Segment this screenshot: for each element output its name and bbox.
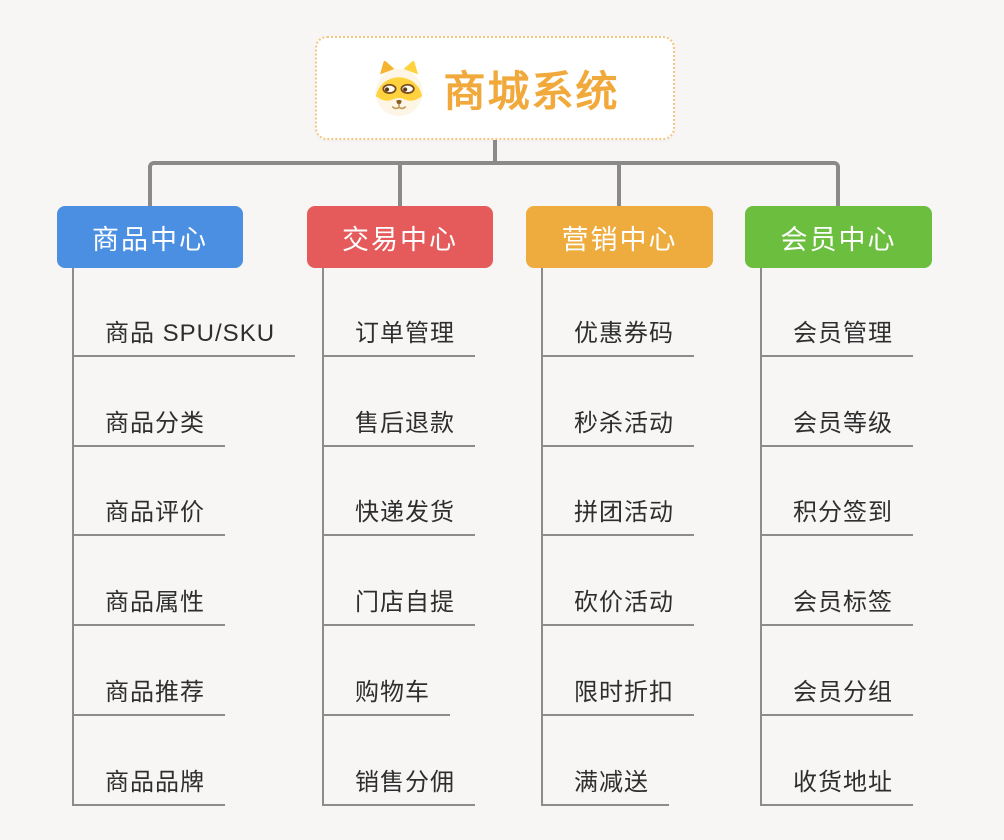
leaf-item[interactable]: 限时折扣	[541, 626, 694, 716]
leaf-label: 优惠券码	[541, 313, 694, 357]
branch-node-trade-center[interactable]: 交易中心	[307, 206, 493, 268]
leaf-label: 商品推荐	[72, 672, 225, 716]
branch-node-product-center[interactable]: 商品中心	[57, 206, 243, 268]
leaf-label: 秒杀活动	[541, 403, 694, 447]
root-node-mall-system[interactable]: 商城系统	[315, 36, 675, 140]
leaf-label: 商品评价	[72, 492, 225, 537]
leaf-label: 会员管理	[760, 313, 913, 357]
leaf-column-member: 会员管理 会员等级 积分签到 会员标签 会员分组 收货地址	[760, 267, 913, 806]
leaf-item[interactable]: 砍价活动	[541, 536, 694, 627]
connector-rail	[148, 161, 840, 206]
leaf-label: 满减送	[541, 762, 669, 806]
connector-stub-branch-2	[398, 163, 402, 206]
leaf-item[interactable]: 商品品牌	[72, 716, 295, 806]
leaf-item[interactable]: 会员等级	[760, 357, 913, 447]
leaf-item[interactable]: 商品推荐	[72, 626, 295, 716]
leaf-label: 门店自提	[322, 582, 475, 627]
leaf-label: 拼团活动	[541, 492, 694, 537]
leaf-item[interactable]: 商品属性	[72, 536, 295, 627]
branch-label: 营销中心	[561, 224, 678, 255]
leaf-item[interactable]: 优惠券码	[541, 267, 694, 357]
leaf-label: 购物车	[322, 672, 450, 716]
root-title: 商城系统	[443, 67, 620, 115]
leaf-item[interactable]: 商品评价	[72, 447, 295, 537]
leaf-label: 会员标签	[760, 582, 913, 627]
leaf-item[interactable]: 销售分佣	[322, 716, 475, 806]
leaf-item[interactable]: 会员分组	[760, 626, 913, 716]
leaf-label: 积分签到	[760, 492, 913, 537]
leaf-item[interactable]: 快递发货	[322, 447, 475, 537]
leaf-label: 商品分类	[72, 403, 225, 447]
leaf-column-marketing: 优惠券码 秒杀活动 拼团活动 砍价活动 限时折扣 满减送	[541, 267, 694, 806]
leaf-item[interactable]: 售后退款	[322, 357, 475, 447]
branch-node-marketing-center[interactable]: 营销中心	[526, 206, 713, 268]
leaf-item[interactable]: 拼团活动	[541, 447, 694, 537]
leaf-column-product: 商品 SPU/SKU 商品分类 商品评价 商品属性 商品推荐 商品品牌	[72, 267, 296, 806]
connector-column-line-4	[760, 268, 762, 806]
connector-column-line-3	[541, 268, 543, 806]
leaf-item[interactable]: 收货地址	[760, 716, 913, 806]
branch-label: 商品中心	[92, 224, 208, 255]
leaf-label: 售后退款	[322, 403, 475, 447]
leaf-label: 砍价活动	[541, 582, 694, 627]
branch-node-member-center[interactable]: 会员中心	[745, 206, 932, 268]
leaf-item[interactable]: 商品 SPU/SKU	[72, 267, 296, 357]
leaf-item[interactable]: 会员标签	[760, 536, 913, 627]
leaf-item[interactable]: 商品分类	[72, 357, 295, 447]
leaf-label: 会员等级	[760, 403, 913, 447]
leaf-label: 商品属性	[72, 582, 225, 627]
leaf-item[interactable]: 积分签到	[760, 447, 913, 537]
leaf-label: 商品 SPU/SKU	[72, 313, 296, 357]
leaf-label: 销售分佣	[322, 762, 475, 806]
leaf-column-trade: 订单管理 售后退款 快递发货 门店自提 购物车 销售分佣	[322, 267, 475, 806]
leaf-item[interactable]: 会员管理	[760, 267, 913, 357]
leaf-item[interactable]: 门店自提	[322, 536, 475, 627]
leaf-label: 收货地址	[760, 762, 913, 806]
leaf-label: 订单管理	[322, 313, 475, 357]
connector-root-stub	[493, 140, 497, 163]
leaf-item[interactable]: 满减送	[541, 716, 694, 806]
leaf-item[interactable]: 购物车	[322, 626, 475, 716]
connector-column-line-1	[72, 268, 74, 806]
connector-column-line-2	[322, 268, 324, 806]
connector-stub-branch-3	[617, 163, 621, 206]
leaf-item[interactable]: 订单管理	[322, 267, 475, 357]
branch-label: 会员中心	[780, 224, 897, 255]
branch-label: 交易中心	[342, 224, 458, 255]
dog-face-icon	[375, 60, 424, 117]
leaf-label: 限时折扣	[541, 672, 694, 716]
leaf-label: 商品品牌	[72, 762, 225, 806]
leaf-label: 会员分组	[760, 672, 913, 716]
leaf-label: 快递发货	[322, 492, 475, 537]
leaf-item[interactable]: 秒杀活动	[541, 357, 694, 447]
